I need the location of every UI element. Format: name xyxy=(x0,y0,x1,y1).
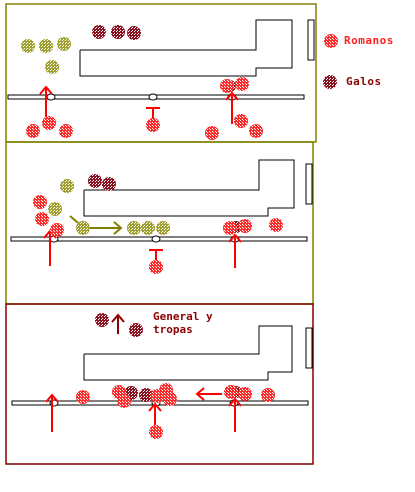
roman-unit-icon xyxy=(223,221,237,235)
roman-unit-icon xyxy=(324,34,338,48)
roman-unit-icon xyxy=(50,223,64,237)
annotation-general-tropas: General y tropas xyxy=(153,310,213,336)
roman-unit-icon xyxy=(205,126,219,140)
advance-arrow-icon xyxy=(228,397,242,432)
roman-unit-icon xyxy=(238,387,252,401)
advance-arrow-icon xyxy=(225,91,239,124)
roman-unit-icon xyxy=(224,385,238,399)
roman-unit-icon xyxy=(249,124,263,138)
roman-unit-icon xyxy=(234,114,248,128)
roman-unit-icon xyxy=(269,218,283,232)
panel-3-frame xyxy=(5,303,314,465)
gaul-unit-icon xyxy=(129,323,143,337)
gaul-unit-icon xyxy=(48,202,62,216)
gaul-unit-icon xyxy=(45,60,59,74)
side-wall xyxy=(305,163,313,205)
side-wall xyxy=(307,19,315,61)
gaul-unit-icon xyxy=(95,313,109,327)
side-wall xyxy=(305,327,313,369)
roman-units xyxy=(26,77,263,140)
gaul-units-olive xyxy=(48,179,170,235)
road-marker xyxy=(148,93,158,101)
road-marker xyxy=(46,93,56,101)
gaul-unit-icon xyxy=(102,177,116,191)
legend-romanos-label: Romanos xyxy=(344,34,394,47)
roman-unit-icon xyxy=(163,392,177,406)
advance-arrow-icon xyxy=(45,393,59,432)
gaul-unit-icon xyxy=(141,221,155,235)
gaul-unit-icon xyxy=(127,26,141,40)
gaul-units-dark xyxy=(92,25,236,92)
roman-unit-icon xyxy=(42,116,56,130)
legend-galos-label: Galos xyxy=(346,75,382,88)
advance-arrow-icon xyxy=(111,313,125,334)
gaul-units-olive xyxy=(21,37,71,74)
road-marker xyxy=(151,235,161,243)
gaul-unit-icon xyxy=(323,75,337,89)
roman-unit-icon xyxy=(117,394,131,408)
roman-units xyxy=(76,383,275,439)
legend xyxy=(323,34,338,89)
gaul-unit-icon xyxy=(76,221,90,235)
roman-unit-icon xyxy=(26,124,40,138)
roman-unit-icon xyxy=(149,260,163,274)
roman-unit-icon xyxy=(261,388,275,402)
gaul-unit-icon xyxy=(57,37,71,51)
gaul-unit-icon xyxy=(21,39,35,53)
roman-unit-icon xyxy=(35,212,49,226)
gaul-unit-icon xyxy=(39,39,53,53)
gaul-unit-icon xyxy=(139,388,153,402)
camp-outline xyxy=(83,325,293,381)
annotation-line-1: General y xyxy=(153,310,213,323)
panel-1 xyxy=(5,3,317,143)
roman-unit-icon xyxy=(220,79,234,93)
roman-unit-icon xyxy=(76,390,90,404)
gaul-unit-icon xyxy=(127,221,141,235)
roman-unit-icon xyxy=(235,77,249,91)
gaul-unit-icon xyxy=(60,179,74,193)
roman-unit-icon xyxy=(33,195,47,209)
panel-3 xyxy=(5,303,314,465)
gaul-unit-icon xyxy=(92,25,106,39)
annotation-line-2: tropas xyxy=(153,323,193,336)
roman-units xyxy=(33,195,283,274)
advance-arrow-icon xyxy=(228,233,242,268)
gaul-unit-icon xyxy=(156,221,170,235)
gaul-unit-icon xyxy=(88,174,102,188)
roman-unit-icon xyxy=(146,118,160,132)
gaul-unit-icon xyxy=(111,25,125,39)
camp-outline xyxy=(79,19,293,77)
roman-unit-icon xyxy=(149,425,163,439)
camp-outline xyxy=(83,159,295,217)
panel-2 xyxy=(5,141,314,305)
advance-arrow-icon xyxy=(195,387,222,401)
roman-unit-icon xyxy=(59,124,73,138)
roman-unit-icon xyxy=(238,219,252,233)
